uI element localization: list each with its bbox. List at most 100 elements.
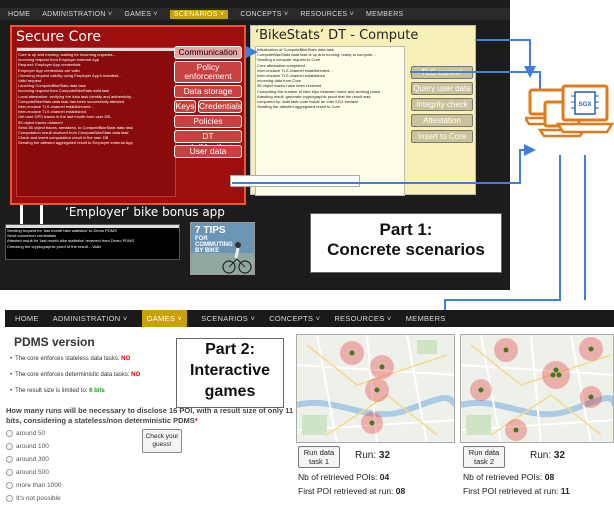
quiz-option[interactable]: more than 1000	[6, 482, 62, 489]
nav-scenarios[interactable]: SCENARIOS ˅	[201, 314, 256, 323]
secure-core-title: Secure Core	[16, 29, 101, 45]
quiz-option-label: around 50	[16, 430, 46, 437]
log-line: Sending request for 'last month bike sta…	[7, 228, 117, 233]
nav-home[interactable]: HOME	[15, 314, 39, 323]
laptop-sgx-icon: SGX	[555, 84, 614, 134]
games-screenshot: HOME ADMINISTRATION ˅ GAMES ˅ SCENARIOS …	[0, 310, 614, 517]
nav-resources[interactable]: RESOURCES ˅	[334, 314, 392, 323]
run-task-2-button[interactable]: Run data task 2	[463, 446, 505, 468]
pois-label: Nb of retrieved POIs:	[463, 472, 545, 482]
log-line: Sending the attested aggregated result t…	[257, 104, 341, 110]
pois-label: Nb of retrieved POIs:	[298, 472, 380, 482]
part2-label: Part 2: Interactive games	[176, 338, 284, 408]
rule-text: The result size is limited to:	[15, 388, 90, 394]
quiz-option[interactable]: It's not possible	[6, 495, 61, 502]
rule-value: NO	[131, 372, 141, 378]
nav-games[interactable]: GAMES ˅	[141, 310, 188, 327]
log-line: Attesting result: generate cryptographic…	[257, 93, 371, 99]
first-poi-2: First POI retrieved at run: 11	[463, 486, 570, 496]
radio-icon[interactable]	[6, 469, 13, 476]
insert-to-core-button[interactable]: Insert to Core	[411, 130, 473, 143]
first-poi-value: 08	[395, 486, 406, 496]
map-canvas	[297, 335, 454, 442]
log-line: 55 object traces have been received	[257, 83, 322, 89]
pois-value: 04	[379, 472, 390, 482]
log-line: Computing the number of bike trips betwe…	[257, 88, 384, 94]
log-line: Sending the attested aggregated result t…	[18, 140, 133, 146]
credentials-button[interactable]: Credentials	[198, 100, 242, 113]
pois-count-2: Nb of retrieved POIs: 08	[463, 472, 554, 482]
log-line: Incoming data from Core	[257, 78, 302, 84]
nav-concepts[interactable]: CONCEPTS ˅	[240, 10, 289, 18]
first-poi-label: First POI retrieved at run:	[298, 486, 396, 496]
nav-concepts[interactable]: CONCEPTS ˅	[269, 314, 321, 323]
radio-icon[interactable]	[6, 495, 13, 502]
radio-icon[interactable]	[6, 456, 13, 463]
user-data-button[interactable]: User data	[174, 145, 242, 158]
communication-button[interactable]: Communication	[174, 46, 242, 59]
nav-scenarios[interactable]: SCENARIOS ˅	[169, 9, 229, 19]
pdms-title: PDMS version	[14, 335, 95, 349]
first-poi-label: First POI retrieved at run:	[463, 486, 561, 496]
run-value: 32	[378, 450, 391, 461]
map-task-2[interactable]	[460, 334, 614, 443]
run-task-1-button[interactable]: Run data task 1	[298, 446, 340, 468]
nav-members[interactable]: MEMBERS	[366, 10, 404, 18]
log-line: Inter-enclave TLS channel established	[257, 73, 325, 79]
map-task-1[interactable]	[296, 334, 455, 443]
log-line: Core attestation completed	[257, 62, 305, 68]
attestation-button[interactable]: Attestation	[411, 114, 473, 127]
bikestats-log: Initialization of ComputeBikeStats data …	[255, 46, 405, 196]
integrity-check-button[interactable]: Integrity check	[411, 98, 473, 111]
radio-icon[interactable]	[6, 443, 13, 450]
quiz-option-label: around 300	[16, 456, 49, 463]
run-count-1: Run: 32	[355, 450, 390, 461]
log-title-bar	[6, 225, 179, 228]
keys-button[interactable]: Keys	[174, 100, 196, 113]
bottom-nav-bar: HOME ADMINISTRATION ˅ GAMES ˅ SCENARIOS …	[5, 310, 614, 327]
nav-administration[interactable]: ADMINISTRATION ˅	[42, 10, 113, 18]
first-poi-value: 11	[560, 486, 570, 496]
part1-title: Part 1:	[379, 220, 433, 239]
part2-line3: games	[204, 383, 256, 400]
log-line: ComputeBikeStats data task has been succ…	[18, 98, 125, 104]
nav-games[interactable]: GAMES ˅	[124, 10, 158, 18]
map-canvas	[461, 335, 613, 442]
rule-stateless: •The core enforces stateless data tasks:…	[10, 356, 131, 362]
quiz-option[interactable]: around 50	[6, 430, 45, 437]
log-line: Computation result received from Compute…	[18, 130, 129, 136]
log-line: computed by: data task code inside an In…	[257, 99, 359, 105]
check-guess-button[interactable]: Check your guess!	[142, 429, 182, 453]
policies-button[interactable]: Policies	[174, 115, 242, 128]
quiz-option[interactable]: around 500	[6, 469, 49, 476]
log-line: Attested result for 'last month bike sta…	[7, 238, 135, 244]
quiz-option-label: around 100	[16, 443, 49, 450]
nav-home[interactable]: HOME	[8, 10, 31, 18]
data-storage-button[interactable]: Data storage	[174, 85, 242, 98]
nav-members[interactable]: MEMBERS	[405, 314, 446, 323]
pois-value: 08	[544, 472, 555, 482]
employer-log: Sending request for 'last month bike sta…	[5, 224, 180, 260]
connector-line	[40, 205, 43, 225]
rule-deterministic: •The core enforces deterministic data ta…	[10, 372, 141, 378]
log-line: Valid request	[18, 78, 42, 84]
quiz-option[interactable]: around 300	[6, 456, 49, 463]
rule-text: The core enforces deterministic data tas…	[15, 372, 132, 378]
radio-icon[interactable]	[6, 482, 13, 489]
log-line: 55 object traces obtained	[18, 119, 63, 125]
nav-administration[interactable]: ADMINISTRATION ˅	[52, 314, 128, 323]
nav-resources[interactable]: RESOURCES ˅	[300, 10, 355, 18]
log-line: ComputeBikeStats data task is up and run…	[257, 52, 376, 58]
secure-core-panel: Secure Core Core is up and running: wait…	[10, 25, 246, 205]
rule-value: NO	[121, 356, 131, 362]
query-user-data-button[interactable]: Query user data	[411, 82, 473, 95]
radio-icon[interactable]	[6, 430, 13, 437]
quiz-option[interactable]: around 100	[6, 443, 49, 450]
tips-subheading: FOR COMMUTING BY BIKE	[195, 236, 233, 254]
bikestats-title: ‘BikeStats’ DT - Compute	[255, 28, 419, 43]
policy-enforcement-button[interactable]: Policy enforcement	[174, 61, 242, 83]
pois-count-1: Nb of retrieved POIs: 04	[298, 472, 389, 482]
log-line: Inter-enclave TLS channel established	[18, 109, 86, 115]
arrow-bikestats-query	[410, 71, 541, 104]
